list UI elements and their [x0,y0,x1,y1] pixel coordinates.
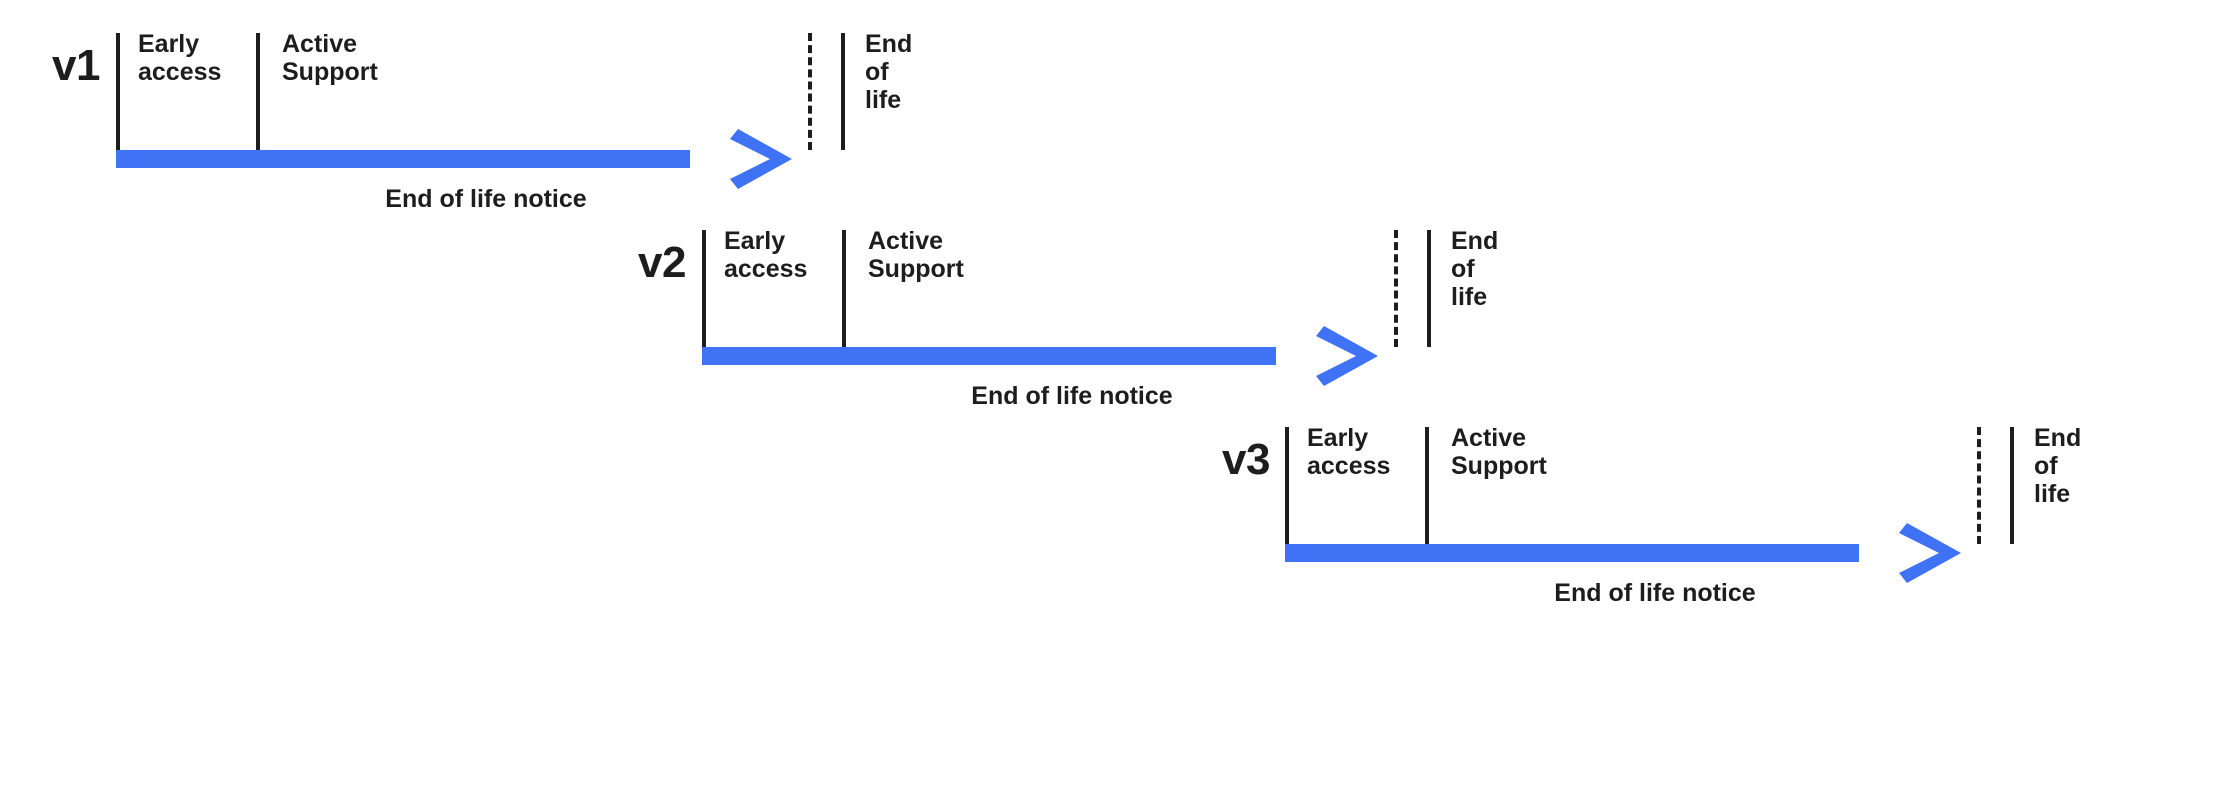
phase-divider-tick [2010,427,2014,544]
lifecycle-arrow-head [1316,326,1378,391]
lifecycle-arrow-shaft [1285,544,1859,562]
end-of-life-notice-divider [1977,427,1981,544]
arrow-head-icon [1899,523,1961,583]
arrow-head-icon [730,129,792,189]
lifecycle-arrow-shaft [702,347,1276,365]
lifecycle-arrow-head [1899,523,1961,588]
end-of-life-notice-divider [808,33,812,150]
lifecycle-arrow-shaft [116,150,690,168]
phase-divider-tick [1285,427,1289,544]
phase-divider-tick [841,33,845,150]
arrow-head-icon [1316,326,1378,386]
version-label: v1 [52,41,100,90]
lifecycle-arrow-head [730,129,792,194]
phase-divider-tick [842,230,846,347]
end-of-life-notice-label: End of life notice [385,185,587,213]
version-label: v2 [638,238,686,287]
phase-label-active-support: Active Support [868,227,964,283]
phase-label-active-support: Active Support [282,30,378,86]
phase-label-early-access: Early access [1307,424,1391,480]
phase-divider-tick [1425,427,1429,544]
phase-divider-tick [256,33,260,150]
end-of-life-notice-divider [1394,230,1398,347]
end-of-life-notice-label: End of life notice [1554,579,1756,607]
phase-divider-tick [1427,230,1431,347]
version-label: v3 [1222,435,1270,484]
phase-label-end-of-life: End of life [865,30,913,114]
phase-label-end-of-life: End of life [1451,227,1499,311]
phase-label-early-access: Early access [724,227,808,283]
phase-label-end-of-life: End of life [2034,424,2082,508]
phase-divider-tick [702,230,706,347]
end-of-life-notice-label: End of life notice [971,382,1173,410]
phase-label-early-access: Early access [138,30,222,86]
phase-label-active-support: Active Support [1451,424,1547,480]
phase-divider-tick [116,33,120,150]
